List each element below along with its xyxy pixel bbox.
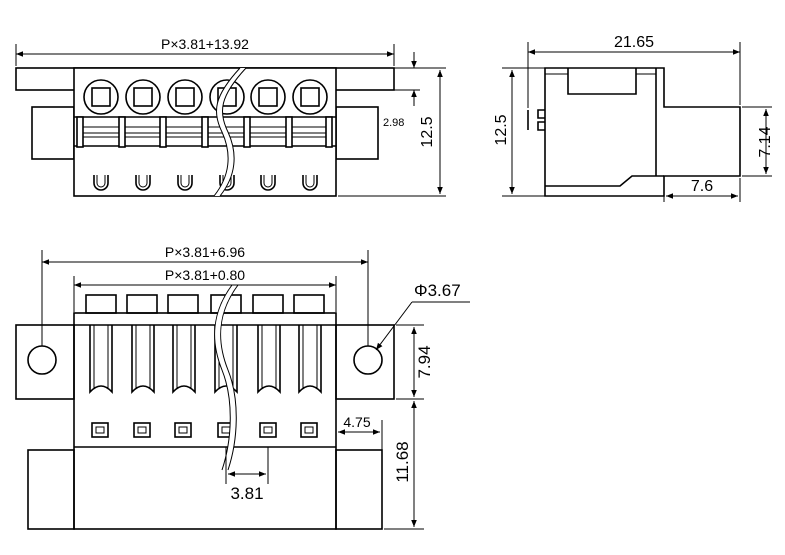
side-right-height-label: 7.14 [757,126,774,157]
top-step-label: 2.98 [383,117,404,129]
side-view: 21.65 12.5 7.14 7.6 [493,34,774,202]
release-window [91,422,318,438]
top-width-label: P×3.81+13.92 [161,36,249,52]
break-line [214,68,246,196]
top-height-label: 12.5 [419,116,436,147]
bottom-flange-label: 4.75 [343,414,370,430]
mounting-hole [27,345,57,375]
side-height-label: 12.5 [493,114,510,145]
mounting-hole [353,345,383,375]
hole-diameter-label: Φ3.67 [414,281,461,300]
pitch-label: 3.81 [230,484,263,503]
bottom-lower-height-label: 11.68 [393,441,412,482]
side-depth-label: 7.6 [691,178,713,195]
wire-slot [93,175,318,191]
bottom-outer-width-label: P×3.81+6.96 [165,244,245,260]
bottom-inner-width-label: P×3.81+0.80 [165,267,245,283]
bottom-view: P×3.81+6.96 P×3.81+0.80 Φ3.67 7.94 11.68… [15,244,470,530]
contact-slot [89,325,322,395]
bottom-upper-height-label: 7.94 [415,345,434,378]
top-view: P×3.81+13.92 2.98 12.5 [15,36,446,197]
side-width-label: 21.65 [614,34,654,51]
screw-terminal [83,79,328,115]
